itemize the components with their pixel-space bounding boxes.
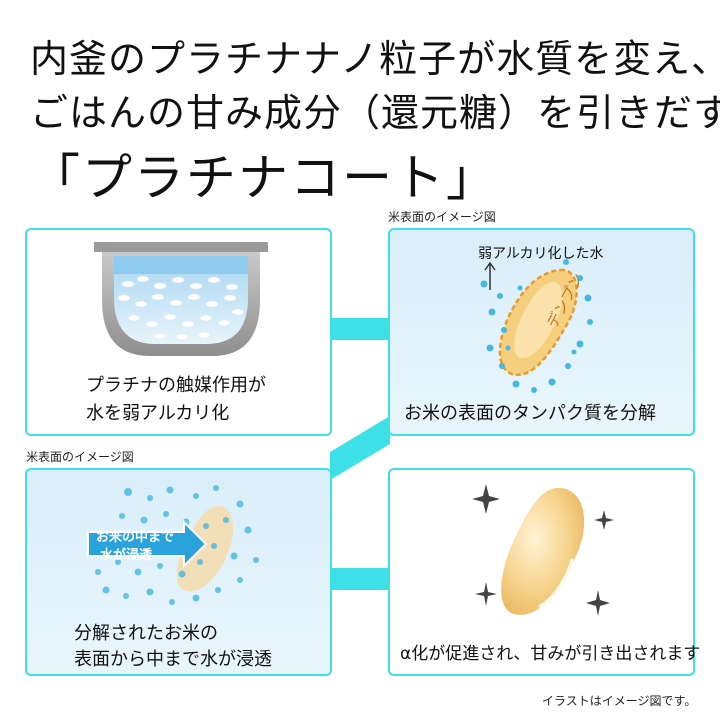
panel2-caption: お米の表面のタンパク質を分解	[404, 403, 656, 424]
footer-disclaimer: イラストはイメージ図です。	[542, 694, 697, 708]
panel3-caption-line-1: 分解されたお米の	[74, 623, 218, 644]
panel1-caption-line-1: プラチナの触媒作用が	[86, 375, 266, 396]
sparkle-icons	[472, 484, 614, 616]
arrow-label-line-1: お米の中まで	[96, 530, 175, 545]
connector-p3-p4	[330, 568, 390, 590]
connector-p1-p2	[330, 318, 390, 340]
headline-product-name: 「プラチナコート」	[30, 149, 498, 207]
image-note-mid: 米表面のイメージ図	[26, 450, 134, 464]
headline-line-1: 内釜のプラチナナノ粒子が水質を変え、	[30, 37, 720, 81]
arrow-label-line-2: 水が浸透	[100, 548, 153, 563]
panel2-water-label: 弱アルカリ化した水	[478, 246, 604, 262]
panel1-caption-line-2: 水を弱アルカリ化	[86, 403, 230, 424]
image-note-top: 米表面のイメージ図	[388, 210, 496, 224]
panel4-caption: α化が促進され、甘みが引き出されます	[400, 644, 701, 664]
headline-line-2: ごはんの甘み成分（還元糖）を引きだす	[30, 91, 720, 135]
panel3-caption-line-2: 表面から中まで水が浸透	[74, 649, 272, 670]
